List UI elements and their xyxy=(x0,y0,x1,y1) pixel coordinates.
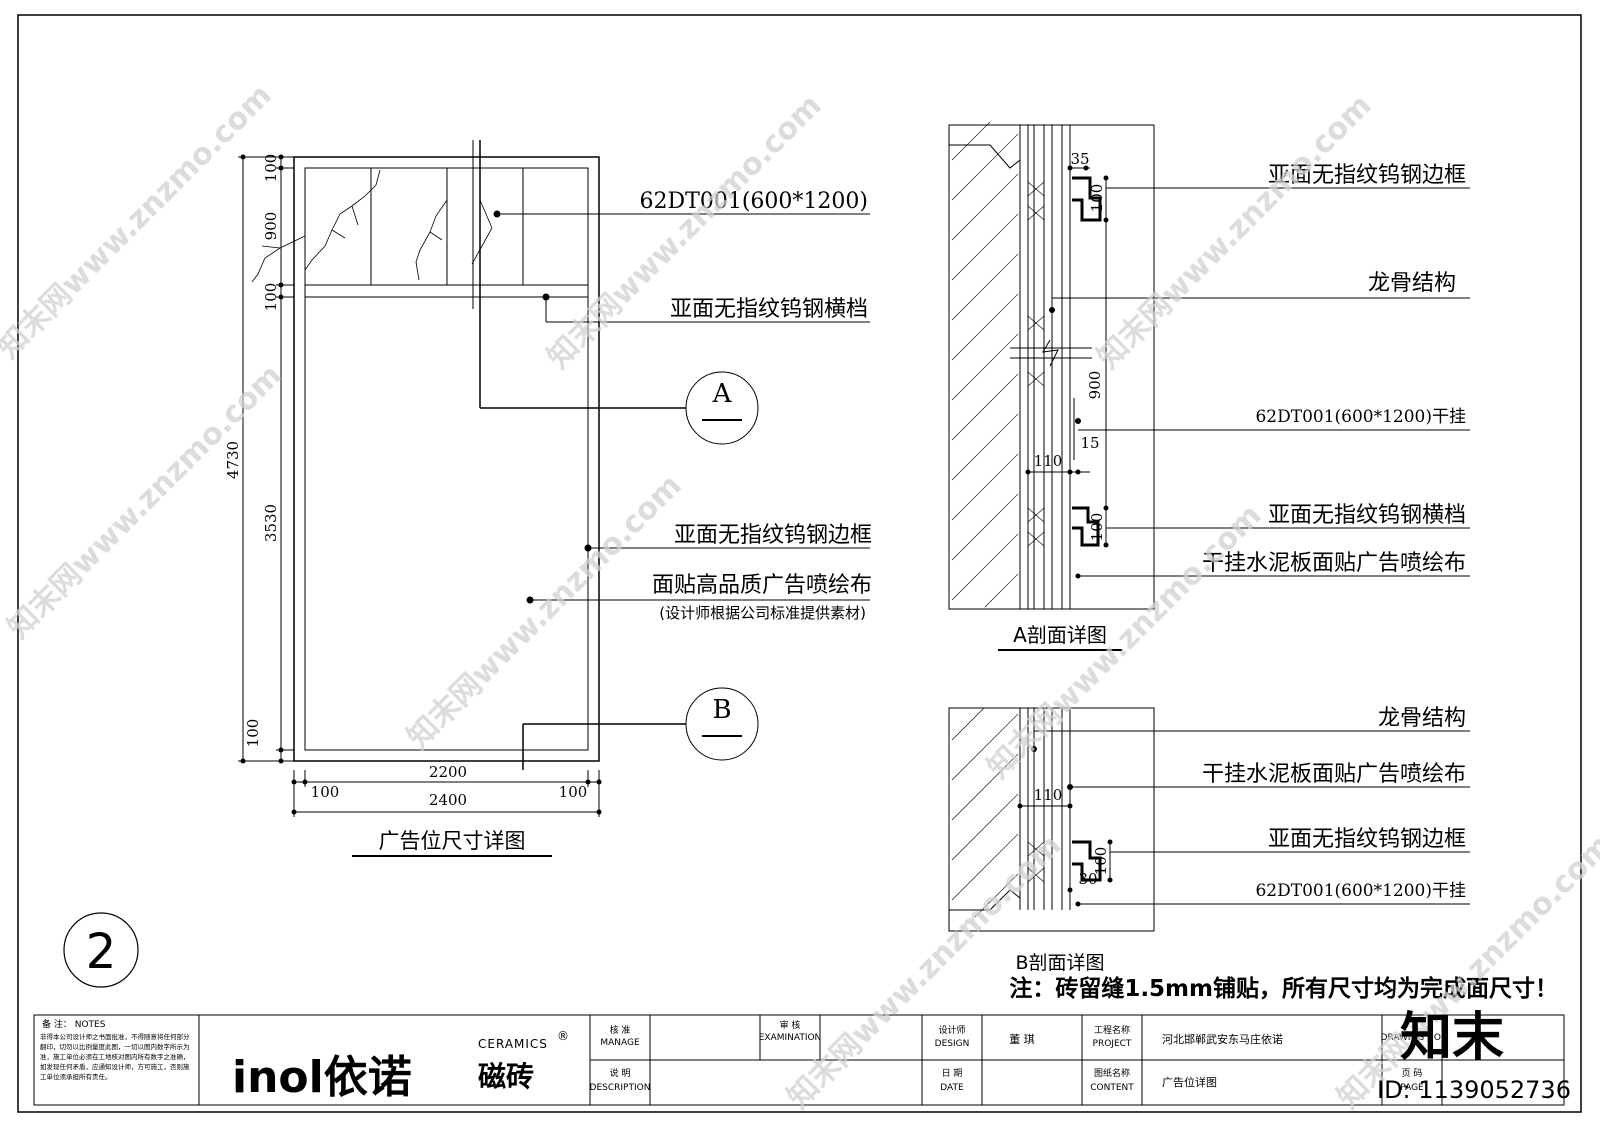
section-b-dim-30: 30 xyxy=(1078,870,1097,888)
dim-right-frame: 100 xyxy=(559,783,588,801)
dim-inner-width: 2200 xyxy=(429,763,467,781)
date-cn: 日 期 xyxy=(942,1068,963,1079)
dim-tile-height: 900 xyxy=(262,212,280,241)
section-a-title: A剖面详图 xyxy=(1013,623,1107,647)
section-a-label-tile: 62DT001(600*1200)干挂 xyxy=(1255,407,1466,427)
designer-cn: 设计师 xyxy=(938,1024,965,1036)
watermark-8: 知末网www.znzmo.com xyxy=(1331,828,1600,1116)
callout-rail: 亚面无指纹钨钢横档 xyxy=(670,297,868,322)
content-name: 广告位详图 xyxy=(1162,1075,1217,1089)
project-en: PROJECT xyxy=(1093,1039,1132,1049)
section-a-dim-15: 15 xyxy=(1080,434,1099,452)
section-a-label-keel: 龙骨结构 xyxy=(1368,271,1456,296)
designer-name: 董 琪 xyxy=(1009,1033,1035,1046)
watermark-4: 知末网www.znzmo.com xyxy=(401,468,689,756)
sheet-number: 2 xyxy=(86,924,117,980)
date-en: DATE xyxy=(940,1083,964,1093)
watermark-id: ID: 1139052736 xyxy=(1377,1076,1571,1104)
callout-banner-note: (设计师根据公司标准提供素材) xyxy=(659,604,866,622)
sheet-frame xyxy=(17,14,1582,1113)
content-en: CONTENT xyxy=(1090,1083,1134,1093)
section-a-dots xyxy=(1025,165,1109,579)
notes-label: 备 注： NOTES xyxy=(42,1018,106,1030)
desc-cn: 说 明 xyxy=(610,1067,631,1079)
logo-text: inol依诺 xyxy=(232,1052,412,1103)
desc-en: DESCRIPTION xyxy=(590,1083,651,1093)
drawing-no-label: DRAWING NO. xyxy=(1381,1033,1444,1043)
dim-banner-height: 3530 xyxy=(262,504,280,542)
section-b-dim-110: 110 xyxy=(1034,786,1063,804)
watermark-1: 知末网www.znzmo.com xyxy=(0,78,279,366)
section-a-dim-100-rail: 100 xyxy=(1088,513,1106,542)
review-en: MANAGE xyxy=(600,1038,640,1048)
audit-en: EXAMINATION xyxy=(759,1033,822,1043)
watermark-2: 知末网www.znzmo.com xyxy=(1,358,289,646)
page-cn: 页 码 xyxy=(1402,1068,1423,1079)
section-b-label-tile: 62DT001(600*1200)干挂 xyxy=(1255,881,1466,901)
section-a-label-frame: 亚面无指纹钨钢边框 xyxy=(1268,163,1466,188)
section-a-dim-110: 110 xyxy=(1034,452,1063,470)
section-a-drawing xyxy=(948,121,1470,651)
designer-en: DESIGN xyxy=(935,1039,970,1049)
logo-mark: ® xyxy=(557,1029,569,1043)
main-elevation xyxy=(238,140,870,857)
section-b-dim-100: 100 xyxy=(1092,847,1110,876)
sheet-number-circle xyxy=(63,912,139,988)
content-cn: 图纸名称 xyxy=(1094,1067,1130,1079)
section-b-label-board: 干挂水泥板面贴广告喷绘布 xyxy=(1202,762,1466,787)
dim-bottom-frame: 100 xyxy=(244,719,262,748)
dim-top-frame: 100 xyxy=(262,154,280,183)
section-a-dim-35: 35 xyxy=(1070,150,1089,168)
main-dim-dots xyxy=(240,154,602,815)
watermark-3: 知末网www.znzmo.com xyxy=(541,88,829,376)
callout-frame: 亚面无指纹钨钢边框 xyxy=(674,523,872,548)
section-a-dim-900: 900 xyxy=(1086,371,1104,400)
audit-cn: 审 核 xyxy=(780,1019,801,1031)
section-b-dots xyxy=(1017,746,1113,907)
main-drawing-title: 广告位尺寸详图 xyxy=(379,829,526,853)
dim-total-height: 4730 xyxy=(224,441,242,479)
section-b-drawing xyxy=(948,707,1470,932)
callout-tile-model: 62DT001(600*1200) xyxy=(640,189,868,214)
section-a-dim-100-top: 100 xyxy=(1088,184,1106,213)
dim-total-width: 2400 xyxy=(429,791,467,809)
project-cn: 工程名称 xyxy=(1094,1024,1130,1036)
section-a-label-board: 干挂水泥板面贴广告喷绘布 xyxy=(1202,551,1466,576)
callout-banner: 面贴高品质广告喷绘布 xyxy=(652,573,872,598)
section-b-label-frame: 亚面无指纹钨钢边框 xyxy=(1268,827,1466,852)
dim-rail: 100 xyxy=(262,283,280,312)
project-name: 河北邯郸武安东马庄依诺 xyxy=(1162,1032,1283,1046)
section-b-title: B剖面详图 xyxy=(1015,952,1104,974)
section-a-label-rail: 亚面无指纹钨钢横档 xyxy=(1268,503,1466,528)
dim-left-frame: 100 xyxy=(311,783,340,801)
general-note: 注：砖留缝1.5mm铺贴，所有尺寸均为完成面尺寸！ xyxy=(1009,975,1558,1002)
section-b-label-keel: 龙骨结构 xyxy=(1378,706,1466,731)
logo-sub-cn: 磁砖 xyxy=(478,1060,534,1093)
logo-sub-en: CERAMICS xyxy=(478,1037,548,1051)
watermark-5: 知末网www.znzmo.com xyxy=(1091,88,1379,376)
notes-text: 非得本公司设计师之书面批准，不得随意将任何部分翻印，切勿以比例量度此图，一切以图… xyxy=(40,1033,190,1081)
review-cn: 核 准 xyxy=(610,1024,631,1036)
page-en: PAGE xyxy=(1400,1083,1424,1093)
section-mark-b: B xyxy=(712,695,731,725)
watermark-brand: 知末 xyxy=(1400,1008,1504,1068)
title-block xyxy=(33,1014,1565,1106)
section-mark-a: A xyxy=(712,379,733,409)
